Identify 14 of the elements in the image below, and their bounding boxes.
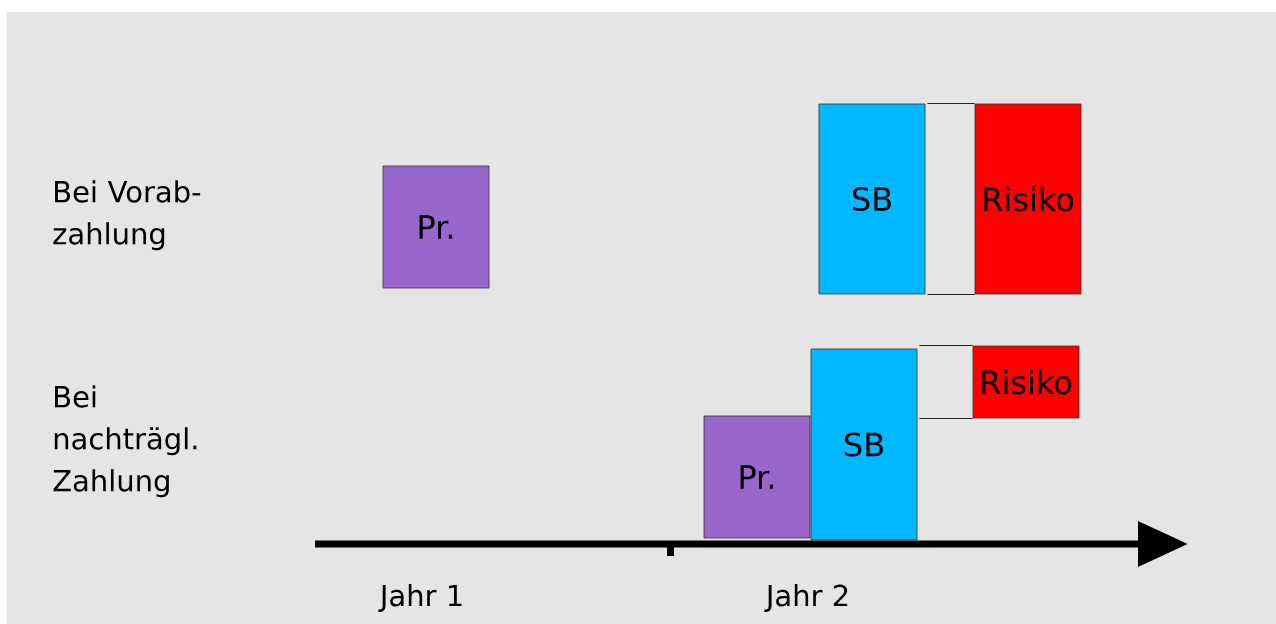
year-label: Jahr 1 xyxy=(378,584,462,612)
bar: SB xyxy=(810,348,918,541)
row-label: Bei Vorab- zahlung xyxy=(53,180,201,251)
bar: Risiko xyxy=(974,103,1082,295)
connector-line xyxy=(918,417,974,419)
bar: Pr. xyxy=(703,415,811,539)
year-label: Jahr 2 xyxy=(764,584,848,612)
bar: SB xyxy=(818,103,926,295)
connector-line xyxy=(926,293,976,295)
connector-line xyxy=(926,103,976,105)
row-label: Bei nachträgl. Zahlung xyxy=(53,385,197,498)
bar: Risiko xyxy=(972,345,1080,419)
bar: Pr. xyxy=(382,165,490,289)
connector-line xyxy=(918,345,974,347)
